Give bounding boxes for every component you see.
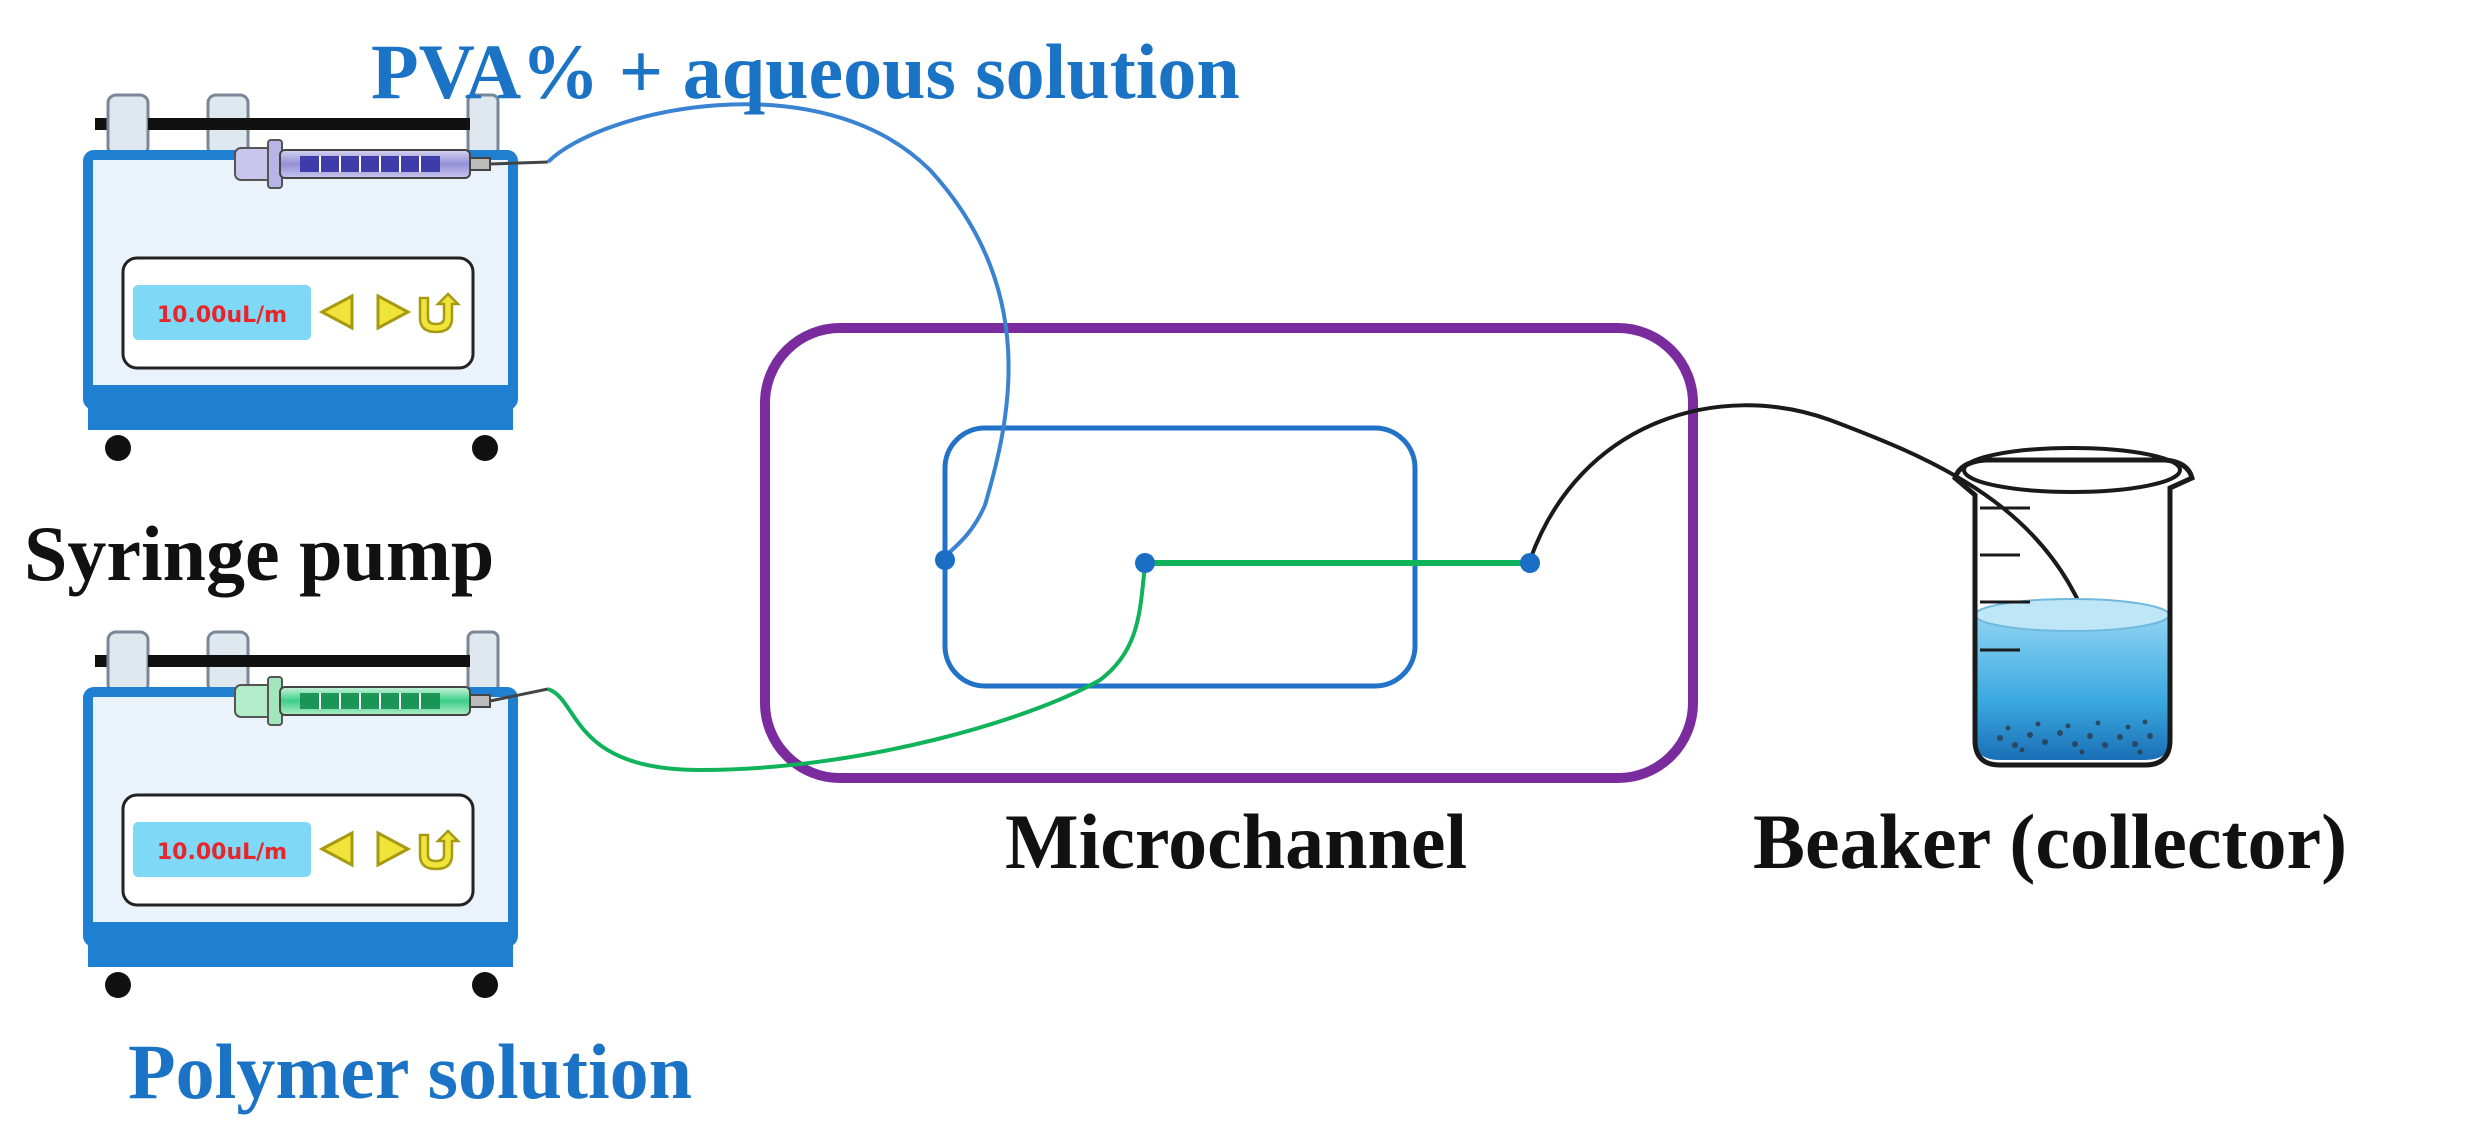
polymer-solution-label: Polymer solution bbox=[128, 1028, 692, 1115]
microchannel-inner-loop bbox=[942, 425, 1418, 689]
outlet-port bbox=[1520, 553, 1540, 573]
polymer-tube bbox=[547, 564, 1147, 773]
beaker-collector bbox=[1952, 446, 2195, 768]
aqueous-inlet-port bbox=[935, 550, 955, 570]
outlet-tube bbox=[1528, 403, 2107, 691]
microchannel-label: Microchannel bbox=[1005, 798, 1467, 885]
syringe-top bbox=[234, 139, 549, 189]
syringe-pump-top: 10.00uL/m bbox=[88, 95, 549, 461]
pump-display-bottom: 10.00uL/m bbox=[157, 840, 287, 865]
polymer-inlet-port bbox=[1135, 553, 1155, 573]
beaker-label: Beaker (collector) bbox=[1753, 798, 2347, 885]
syringe-bottom bbox=[234, 676, 549, 726]
syringe-pump-bottom: 10.00uL/m bbox=[88, 632, 549, 998]
aqueous-tube bbox=[546, 102, 1011, 562]
pump-display-top: 10.00uL/m bbox=[157, 303, 287, 328]
microchannel-chip-outer bbox=[760, 323, 1698, 783]
aqueous-solution-label: PVA% + aqueous solution bbox=[371, 28, 1240, 115]
syringe-pump-label: Syringe pump bbox=[24, 510, 494, 597]
